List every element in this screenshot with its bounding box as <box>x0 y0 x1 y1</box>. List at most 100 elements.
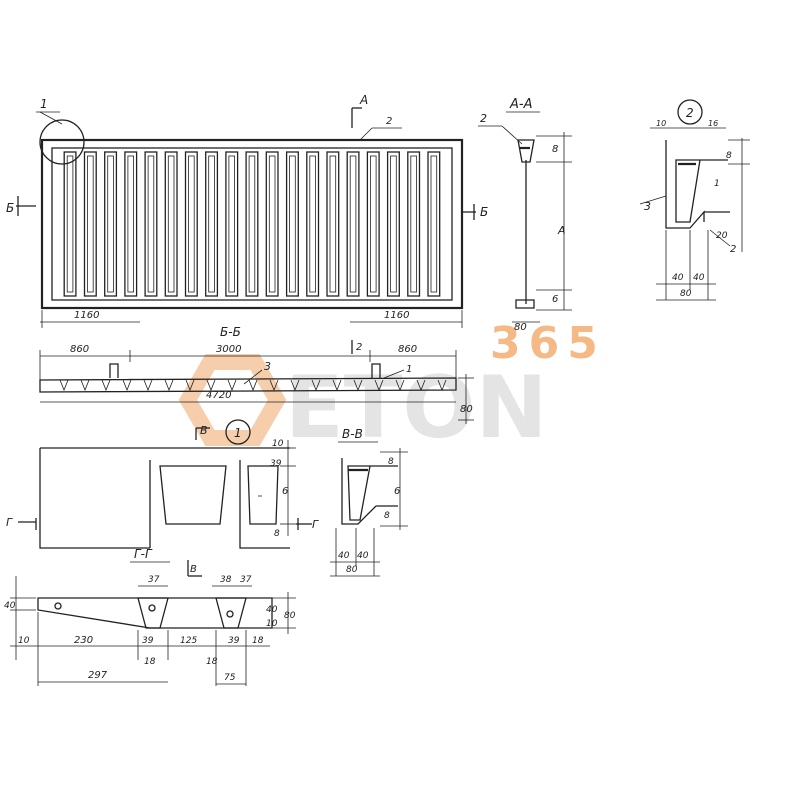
plan-slot <box>407 151 421 297</box>
section-bb-rib <box>311 379 321 392</box>
section-gg-profile <box>37 597 273 629</box>
plan-slot-inner <box>410 155 417 293</box>
section-aa-dim-8: 8 <box>552 144 558 155</box>
plan-slot <box>245 151 259 297</box>
section-aa-dim-6: 6 <box>552 294 558 305</box>
section-bb-callout-3: 3 <box>264 360 271 373</box>
section-bb-rib <box>80 379 90 392</box>
plan-dim-left: 1160 <box>74 310 99 321</box>
section-bb-rib <box>353 379 363 392</box>
plan-slots <box>63 151 441 297</box>
plan-inner-frame <box>51 147 453 301</box>
section-vv: В-В 8 6 8 40 40 80 <box>330 427 408 577</box>
section-bb-rib <box>101 379 111 392</box>
detail-2-dim-40b: 40 <box>693 273 705 283</box>
detail-2-profile <box>665 140 730 229</box>
section-aa-dim-80: 80 <box>514 322 527 333</box>
plan-callout-2: 2 <box>386 116 392 127</box>
plan-slot <box>306 151 320 297</box>
detail-2-dim-40a: 40 <box>672 273 684 283</box>
detail-1-outline <box>39 447 290 549</box>
detail-1-cut-v: В <box>200 424 208 437</box>
detail-2-dim-16: 16 <box>708 119 718 128</box>
section-gg-dim-18c: 18 <box>252 636 264 646</box>
section-vv-dim-8-bottom: 8 <box>384 511 390 521</box>
detail-2-dim-20: 20 <box>716 231 728 241</box>
detail-1-dim-6: 6 <box>282 486 288 497</box>
plan-slot <box>386 151 400 297</box>
section-bb-ribs <box>59 379 447 392</box>
section-bb-dim-4720: 4720 <box>206 390 231 401</box>
section-gg-dim-18b: 18 <box>206 657 218 667</box>
plan-outline <box>40 138 464 310</box>
section-bb-rib <box>206 379 216 392</box>
plan-slot <box>83 151 97 297</box>
section-gg-dim-230: 230 <box>74 635 93 646</box>
plan-slot <box>346 151 360 297</box>
plan-cut-a: A <box>359 93 368 107</box>
detail-1-dim-10: 10 <box>272 439 284 449</box>
section-vv-dim-8-top: 8 <box>388 457 394 467</box>
plan-slot <box>124 151 138 297</box>
section-bb-cut-2: 2 <box>356 342 362 353</box>
detail-2-dim-80: 80 <box>680 289 692 299</box>
plan-callout-1: 1 <box>40 97 48 111</box>
section-bb-rib <box>290 379 300 392</box>
detail-1-dim-39: 39 <box>270 459 282 469</box>
detail-1-cut-g-right: Г <box>312 518 319 531</box>
plan-slot <box>265 151 279 297</box>
plan-slot <box>63 151 77 297</box>
watermark-number: 365 <box>490 318 606 369</box>
plan-slot-inner <box>369 155 377 293</box>
section-vv-dim-6: 6 <box>394 486 400 497</box>
plan-slot-inner <box>430 155 438 293</box>
plan-slot <box>427 151 441 297</box>
section-gg-dim-297: 297 <box>88 670 108 681</box>
section-bb-rib <box>416 379 426 392</box>
plan-slot-inner <box>147 155 155 293</box>
section-bb-profile <box>39 377 457 393</box>
section-aa-profile <box>515 139 535 309</box>
section-bb-dim-80: 80 <box>460 404 473 415</box>
detail-1-circle-label: 1 <box>234 426 242 440</box>
detail-1-circle <box>225 419 251 445</box>
plan-view: 1 2 A Б Б 1160 1160 <box>6 93 488 328</box>
detail-2-circle <box>677 99 703 125</box>
detail-2: 2 10 16 8 1 20 3 2 40 40 80 <box>639 99 750 301</box>
detail-2-dim-1: 1 <box>714 179 720 189</box>
plan-slot-inner <box>66 155 74 293</box>
plan-slot-inner <box>188 155 195 293</box>
section-bb-rib <box>143 379 153 392</box>
section-gg-title: Г-Г <box>134 547 153 561</box>
section-gg-dim-37b: 37 <box>240 575 252 585</box>
plan-slot-inner <box>87 155 94 293</box>
plan-slot-inner <box>289 155 296 293</box>
section-bb-title: Б-Б <box>220 325 241 339</box>
section-aa-dim-a: А <box>557 224 566 237</box>
section-bb-rib <box>122 379 132 392</box>
section-aa-title: А-А <box>509 97 532 112</box>
section-gg-dim-39b: 39 <box>228 636 240 646</box>
section-bb-rib <box>332 379 342 392</box>
plan-slot <box>184 151 198 297</box>
leader-1 <box>39 111 63 125</box>
section-bb: Б-Б 860 3000 860 2 3 1 4720 80 <box>39 325 474 424</box>
section-gg-dim-38: 38 <box>220 575 232 585</box>
plan-slot-inner <box>349 155 357 293</box>
section-gg-dim-80r: 80 <box>284 611 296 621</box>
detail-1: 1 В Г Г 10 39 6 8 <box>6 419 319 549</box>
watermark: 365 ETON <box>178 318 606 458</box>
section-gg-dim-18a: 18 <box>144 657 156 667</box>
section-bb-rib <box>437 379 447 392</box>
section-vv-dim-80: 80 <box>346 565 358 575</box>
detail-1-marker-circle <box>39 119 85 165</box>
plan-slot-inner <box>390 155 397 293</box>
section-gg-dim-40r: 40 <box>266 605 278 615</box>
section-vv-dim-40a: 40 <box>338 551 350 561</box>
detail-2-callout-2: 2 <box>730 244 736 255</box>
section-bb-rib <box>227 379 237 392</box>
plan-slot <box>164 151 178 297</box>
section-bb-rib <box>269 379 279 392</box>
detail-1-cut-g-left: Г <box>6 516 13 529</box>
plan-slot <box>285 151 299 297</box>
